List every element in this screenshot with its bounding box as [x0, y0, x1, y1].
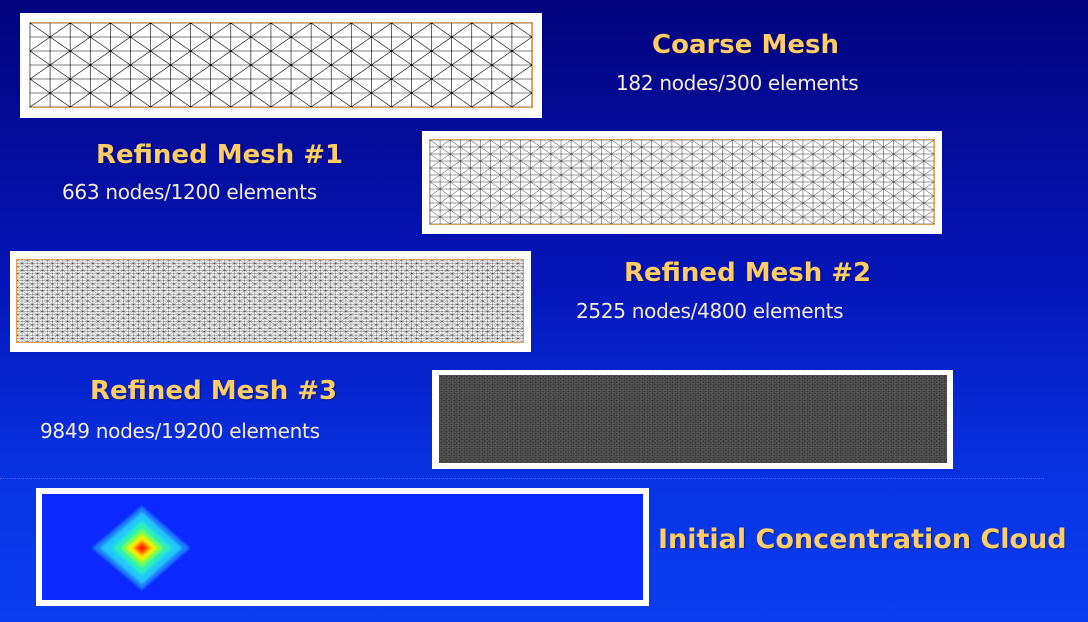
refined-mesh-2-image — [16, 259, 524, 343]
mesh-lines — [430, 140, 934, 224]
refined-mesh-2-title: Refined Mesh #2 — [624, 258, 872, 288]
refined-mesh-3-title: Refined Mesh #3 — [90, 376, 338, 406]
refined-mesh-1-stats: 663 nodes/1200 elements — [62, 180, 317, 204]
refined-mesh-2-stats: 2525 nodes/4800 elements — [576, 299, 844, 323]
refined-mesh-3-stats: 9849 nodes/19200 elements — [40, 419, 320, 443]
concentration-cloud-frame — [36, 488, 649, 606]
concentration-cloud-image — [42, 494, 643, 600]
refined-mesh-3-frame — [432, 370, 953, 469]
refined-mesh-1-title: Refined Mesh #1 — [96, 140, 344, 170]
section-divider — [0, 478, 1044, 479]
coarse-mesh-frame — [20, 13, 542, 118]
mesh-lines — [17, 260, 523, 342]
concentration-plume-shape — [92, 506, 190, 590]
refined-mesh-1-image — [429, 139, 935, 225]
refined-mesh-2-frame — [10, 251, 531, 352]
coarse-mesh-image — [29, 22, 533, 108]
concentration-cloud-label: Initial Concentration Cloud — [658, 524, 1067, 555]
coarse-mesh-stats: 182 nodes/300 elements — [616, 71, 859, 95]
refined-mesh-3-image — [439, 375, 947, 463]
refined-mesh-1-frame — [422, 131, 942, 234]
mesh-lines — [439, 375, 947, 463]
coarse-mesh-title: Coarse Mesh — [652, 30, 839, 60]
mesh-lines — [30, 23, 532, 107]
